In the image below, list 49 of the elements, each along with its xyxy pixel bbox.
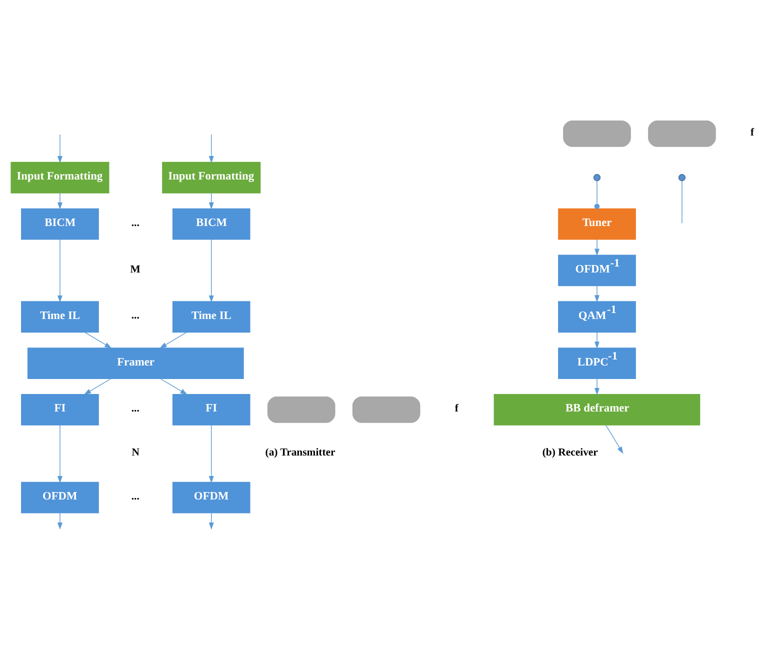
label: (a) Transmitter <box>265 446 336 458</box>
node-circle <box>593 174 601 181</box>
arrow <box>57 134 62 163</box>
label: (b) Receiver <box>542 446 598 458</box>
arrow <box>160 331 187 348</box>
arrow <box>594 378 600 395</box>
node-bar <box>648 120 716 146</box>
node-box: Input Formatting <box>162 161 261 193</box>
node-box: OFDM <box>21 481 99 513</box>
arrow <box>84 378 112 394</box>
label: ... <box>131 490 140 502</box>
node-bar <box>352 396 420 422</box>
node-box: Input Formatting <box>10 161 110 193</box>
node-bar <box>267 396 336 422</box>
label: M <box>130 262 140 275</box>
arrow <box>594 285 600 302</box>
arrow <box>208 424 214 483</box>
arrow <box>594 238 600 256</box>
node-box: BICM <box>21 208 99 240</box>
arrow <box>57 512 62 530</box>
node-box: Time IL <box>21 300 99 332</box>
node-box: FI <box>172 394 250 425</box>
node-box: Framer <box>27 347 244 379</box>
arrow <box>57 238 62 302</box>
label: f <box>454 402 458 414</box>
node-box: OFDM <box>172 481 250 513</box>
label: f <box>750 126 754 138</box>
node-box: BB deframer <box>494 394 700 425</box>
arrow <box>208 512 214 530</box>
arrow <box>208 134 214 163</box>
label: ... <box>131 216 140 228</box>
node-box: FI <box>21 394 99 425</box>
node-box: Time IL <box>172 300 250 332</box>
label: ... <box>131 309 140 322</box>
arrow <box>606 424 624 454</box>
node-box: Tuner <box>558 208 636 240</box>
arrow <box>160 378 188 394</box>
arrow <box>594 331 600 348</box>
node-box: BICM <box>172 208 250 240</box>
arrow <box>57 192 62 209</box>
node-circle <box>678 174 686 181</box>
label: ... <box>131 402 140 414</box>
arrow <box>84 331 112 348</box>
label: N <box>132 446 140 458</box>
arrow <box>208 238 214 302</box>
arrow <box>208 192 214 209</box>
node-bar <box>563 120 631 146</box>
arrow <box>57 424 62 483</box>
connector <box>594 180 600 208</box>
